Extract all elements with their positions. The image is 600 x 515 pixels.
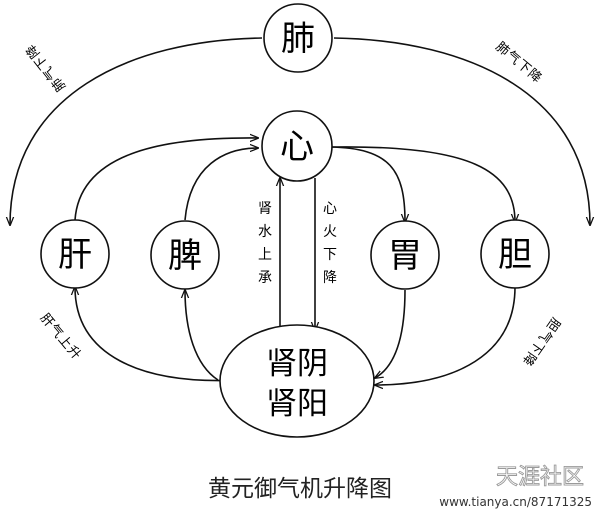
heart-to-stomach-arrow <box>329 146 405 222</box>
svg-text:水: 水 <box>258 224 272 240</box>
liver-label: 肝 <box>58 235 92 275</box>
lung-right-descend-arrow <box>333 37 590 225</box>
svg-text:下: 下 <box>323 247 337 263</box>
spleen-label: 脾 <box>168 236 202 276</box>
kidney-to-spleen-arrow <box>185 290 219 381</box>
svg-text:心: 心 <box>323 201 337 217</box>
liver-to-heart-arrow <box>74 138 258 221</box>
svg-text:承: 承 <box>258 270 272 286</box>
gallbladder-label: 胆 <box>498 235 532 275</box>
heart-to-gallbladder-arrow <box>331 146 515 222</box>
liver-node <box>40 219 110 289</box>
svg-text:上: 上 <box>258 247 272 263</box>
kidney-water-rises-label: 肾 水 上 承 <box>258 201 272 286</box>
heart-node <box>261 110 333 182</box>
liver-qi-rises-label: 肝 气 上 升 <box>37 311 84 363</box>
stomach-node <box>370 220 440 290</box>
stomach-to-kidney-arrow <box>375 289 406 378</box>
kidney-yang-label: 肾阳 <box>266 386 328 422</box>
lung-node <box>263 3 333 73</box>
gallbladder-qi-descends-label: 胆 气 下 降 <box>519 314 563 368</box>
gallbladder-node <box>480 219 550 289</box>
watermark-url: www.tianya.cn/87171325 <box>439 495 592 509</box>
kidney-to-liver-arrow <box>75 287 241 382</box>
watermark-site: 天涯社区 <box>496 465 584 490</box>
stomach-label: 胃 <box>388 236 422 276</box>
diagram-caption: 黄元御气机升降图 <box>208 476 392 502</box>
spleen-to-heart-arrow <box>184 148 258 221</box>
kidney-yin-label: 肾阴 <box>266 346 328 382</box>
lung-label: 肺 <box>281 19 315 59</box>
lung-qi-right-label: 肺 气 下 降 <box>492 39 544 86</box>
lung-left-descend-arrow <box>10 37 263 225</box>
kidney-node <box>219 324 375 438</box>
svg-text:火: 火 <box>323 224 337 240</box>
heart-label: 心 <box>280 127 314 167</box>
gallbladder-to-kidney-arrow <box>375 286 516 385</box>
heart-fire-descends-label: 心 火 下 降 <box>323 201 337 286</box>
spleen-node <box>150 220 220 290</box>
svg-text:降: 降 <box>323 270 337 286</box>
lung-qi-left-label: 肺 气 下 降 <box>23 41 69 94</box>
svg-text:肾: 肾 <box>258 201 272 217</box>
